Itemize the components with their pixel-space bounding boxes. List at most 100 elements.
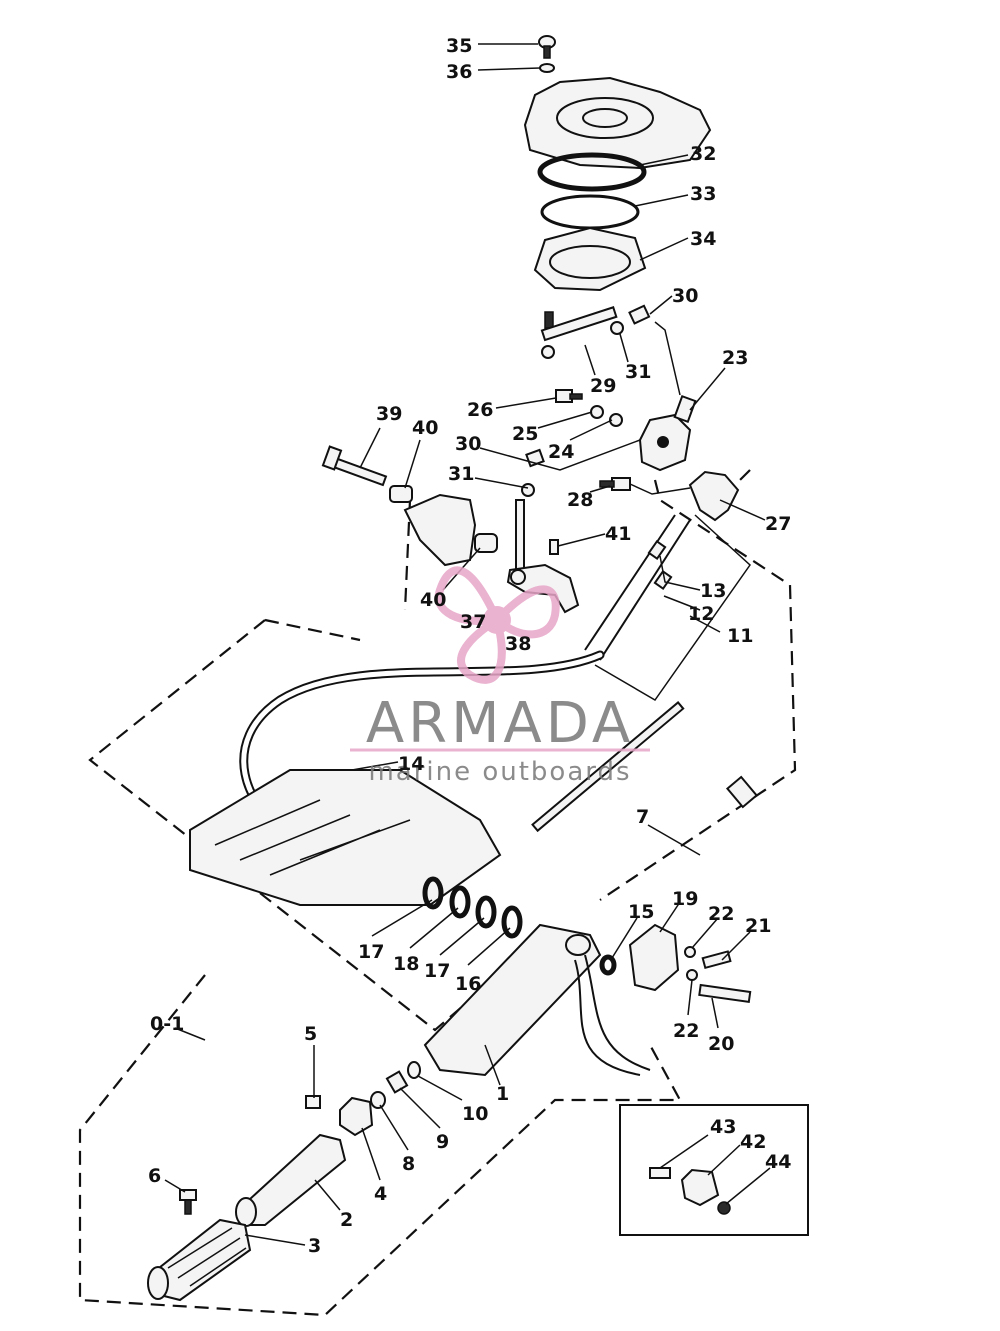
screw-5: [305, 1095, 321, 1109]
callout-44: 44: [765, 1151, 791, 1173]
callout-2: 2: [340, 1209, 353, 1231]
callout-9: 9: [436, 1131, 449, 1153]
brand-tagline: marine outboards: [368, 757, 631, 787]
link-end-left: [541, 345, 555, 359]
starter-cover-assembly: [523, 35, 712, 329]
brand-wordmark: ARMADA: [366, 691, 634, 756]
callout-29: 29: [590, 375, 616, 397]
bracket-lines-11: [594, 514, 751, 701]
callout-10: 10: [462, 1103, 488, 1125]
callout-25: 25: [512, 423, 538, 445]
bushing-24: [609, 413, 623, 427]
callout-labels: 35 36 32 33 34 30 29 31 23 26 25 24 30 3…: [148, 35, 791, 1257]
gasket-33: [540, 194, 640, 230]
rod-7: [531, 701, 685, 833]
pin-below-plate: [544, 311, 554, 329]
tiller-arm-assembly: [422, 876, 752, 1077]
screw-6: [179, 1189, 197, 1201]
callout-32: 32: [690, 143, 716, 165]
nut-31-lower: [521, 483, 535, 497]
callout-17-b: 17: [424, 960, 450, 982]
screw-21: [701, 950, 732, 970]
callout-37: 37: [460, 611, 486, 633]
callout-21: 21: [745, 915, 771, 937]
washer-17-a: [422, 876, 444, 910]
callout-8: 8: [402, 1153, 415, 1175]
wiring-harness: [189, 650, 605, 906]
pin-41: [549, 539, 559, 555]
callout-33: 33: [690, 183, 716, 205]
screw-28-shank: [599, 480, 615, 488]
bushing-40-lower: [474, 533, 498, 553]
callout-40-upper: 40: [412, 417, 438, 439]
leader-30-to-23: [654, 321, 681, 396]
grip-3-end: [147, 1266, 169, 1300]
cam-23-lever: [673, 394, 697, 424]
bushing-40-upper: [389, 485, 413, 503]
washer-36: [539, 63, 555, 73]
callout-4: 4: [374, 1183, 387, 1205]
callout-41: 41: [605, 523, 631, 545]
callout-20: 20: [708, 1033, 734, 1055]
outline-bracket-group: [739, 469, 751, 481]
callout-14: 14: [398, 753, 424, 775]
callout-42: 42: [740, 1131, 766, 1153]
washer-8: [370, 1091, 386, 1109]
plate-34-bore: [549, 245, 631, 279]
leader-28-to-27: [629, 483, 691, 495]
washer-16: [501, 905, 523, 939]
washer-25: [590, 405, 604, 419]
callout-39: 39: [376, 403, 402, 425]
outline-steering-handle-group: [78, 974, 682, 1317]
cover-plate-boss: [556, 97, 654, 139]
cover-plate: [523, 76, 712, 170]
screw-43: [649, 1167, 671, 1179]
callout-3: 3: [308, 1235, 321, 1257]
propeller-logo-icon: [434, 566, 560, 684]
washer-18: [449, 885, 471, 919]
bolt-39-head: [321, 445, 343, 471]
callout-40-lower: 40: [420, 589, 446, 611]
callout-34: 34: [690, 228, 716, 250]
callout-27: 27: [765, 513, 791, 535]
tiller-arm-1: [423, 923, 602, 1077]
washer-17-b: [475, 895, 497, 929]
screw-26-shank: [569, 393, 583, 400]
throttle-linkage: [540, 304, 740, 522]
leader-lines: [164, 43, 771, 1246]
callout-43: 43: [710, 1116, 736, 1138]
nut-31-upper: [610, 321, 624, 335]
callout-38: 38: [505, 633, 531, 655]
cover-19: [628, 923, 680, 992]
pivot-37: [510, 569, 526, 585]
grip-3-ribs: [167, 1227, 247, 1287]
rod-7-end: [725, 775, 759, 809]
callout-12: 12: [688, 603, 714, 625]
callout-31-lower: 31: [448, 463, 474, 485]
bolt-20: [698, 983, 752, 1004]
callout-0-1: 0-1: [150, 1013, 184, 1035]
bracket-27: [688, 470, 740, 522]
link-rod-29: [540, 306, 618, 342]
clip-30-upper: [628, 304, 651, 325]
collar-4: [339, 1096, 374, 1137]
throttle-cable-11: [599, 519, 691, 661]
shaft-2-end: [235, 1197, 257, 1227]
shift-cable-12: [584, 514, 676, 651]
callout-16: 16: [455, 973, 481, 995]
watermark: ARMADA marine outboards: [350, 566, 650, 787]
callout-11: 11: [727, 625, 753, 647]
washer-15: [599, 954, 617, 976]
callout-36: 36: [446, 61, 472, 83]
throttle-grip-assembly: [147, 1061, 421, 1302]
callout-17-a: 17: [358, 941, 384, 963]
screw-35-shank: [543, 45, 551, 59]
shift-lever-assembly: [321, 445, 580, 614]
outline-bracket-frame: [403, 499, 412, 611]
cable-fitting-13a: [647, 540, 667, 560]
callout-24: 24: [548, 441, 574, 463]
cam-23-center: [657, 436, 669, 448]
kit-parts: [649, 1167, 731, 1215]
tie-rod: [531, 701, 759, 833]
washer-22-lower: [686, 969, 698, 981]
